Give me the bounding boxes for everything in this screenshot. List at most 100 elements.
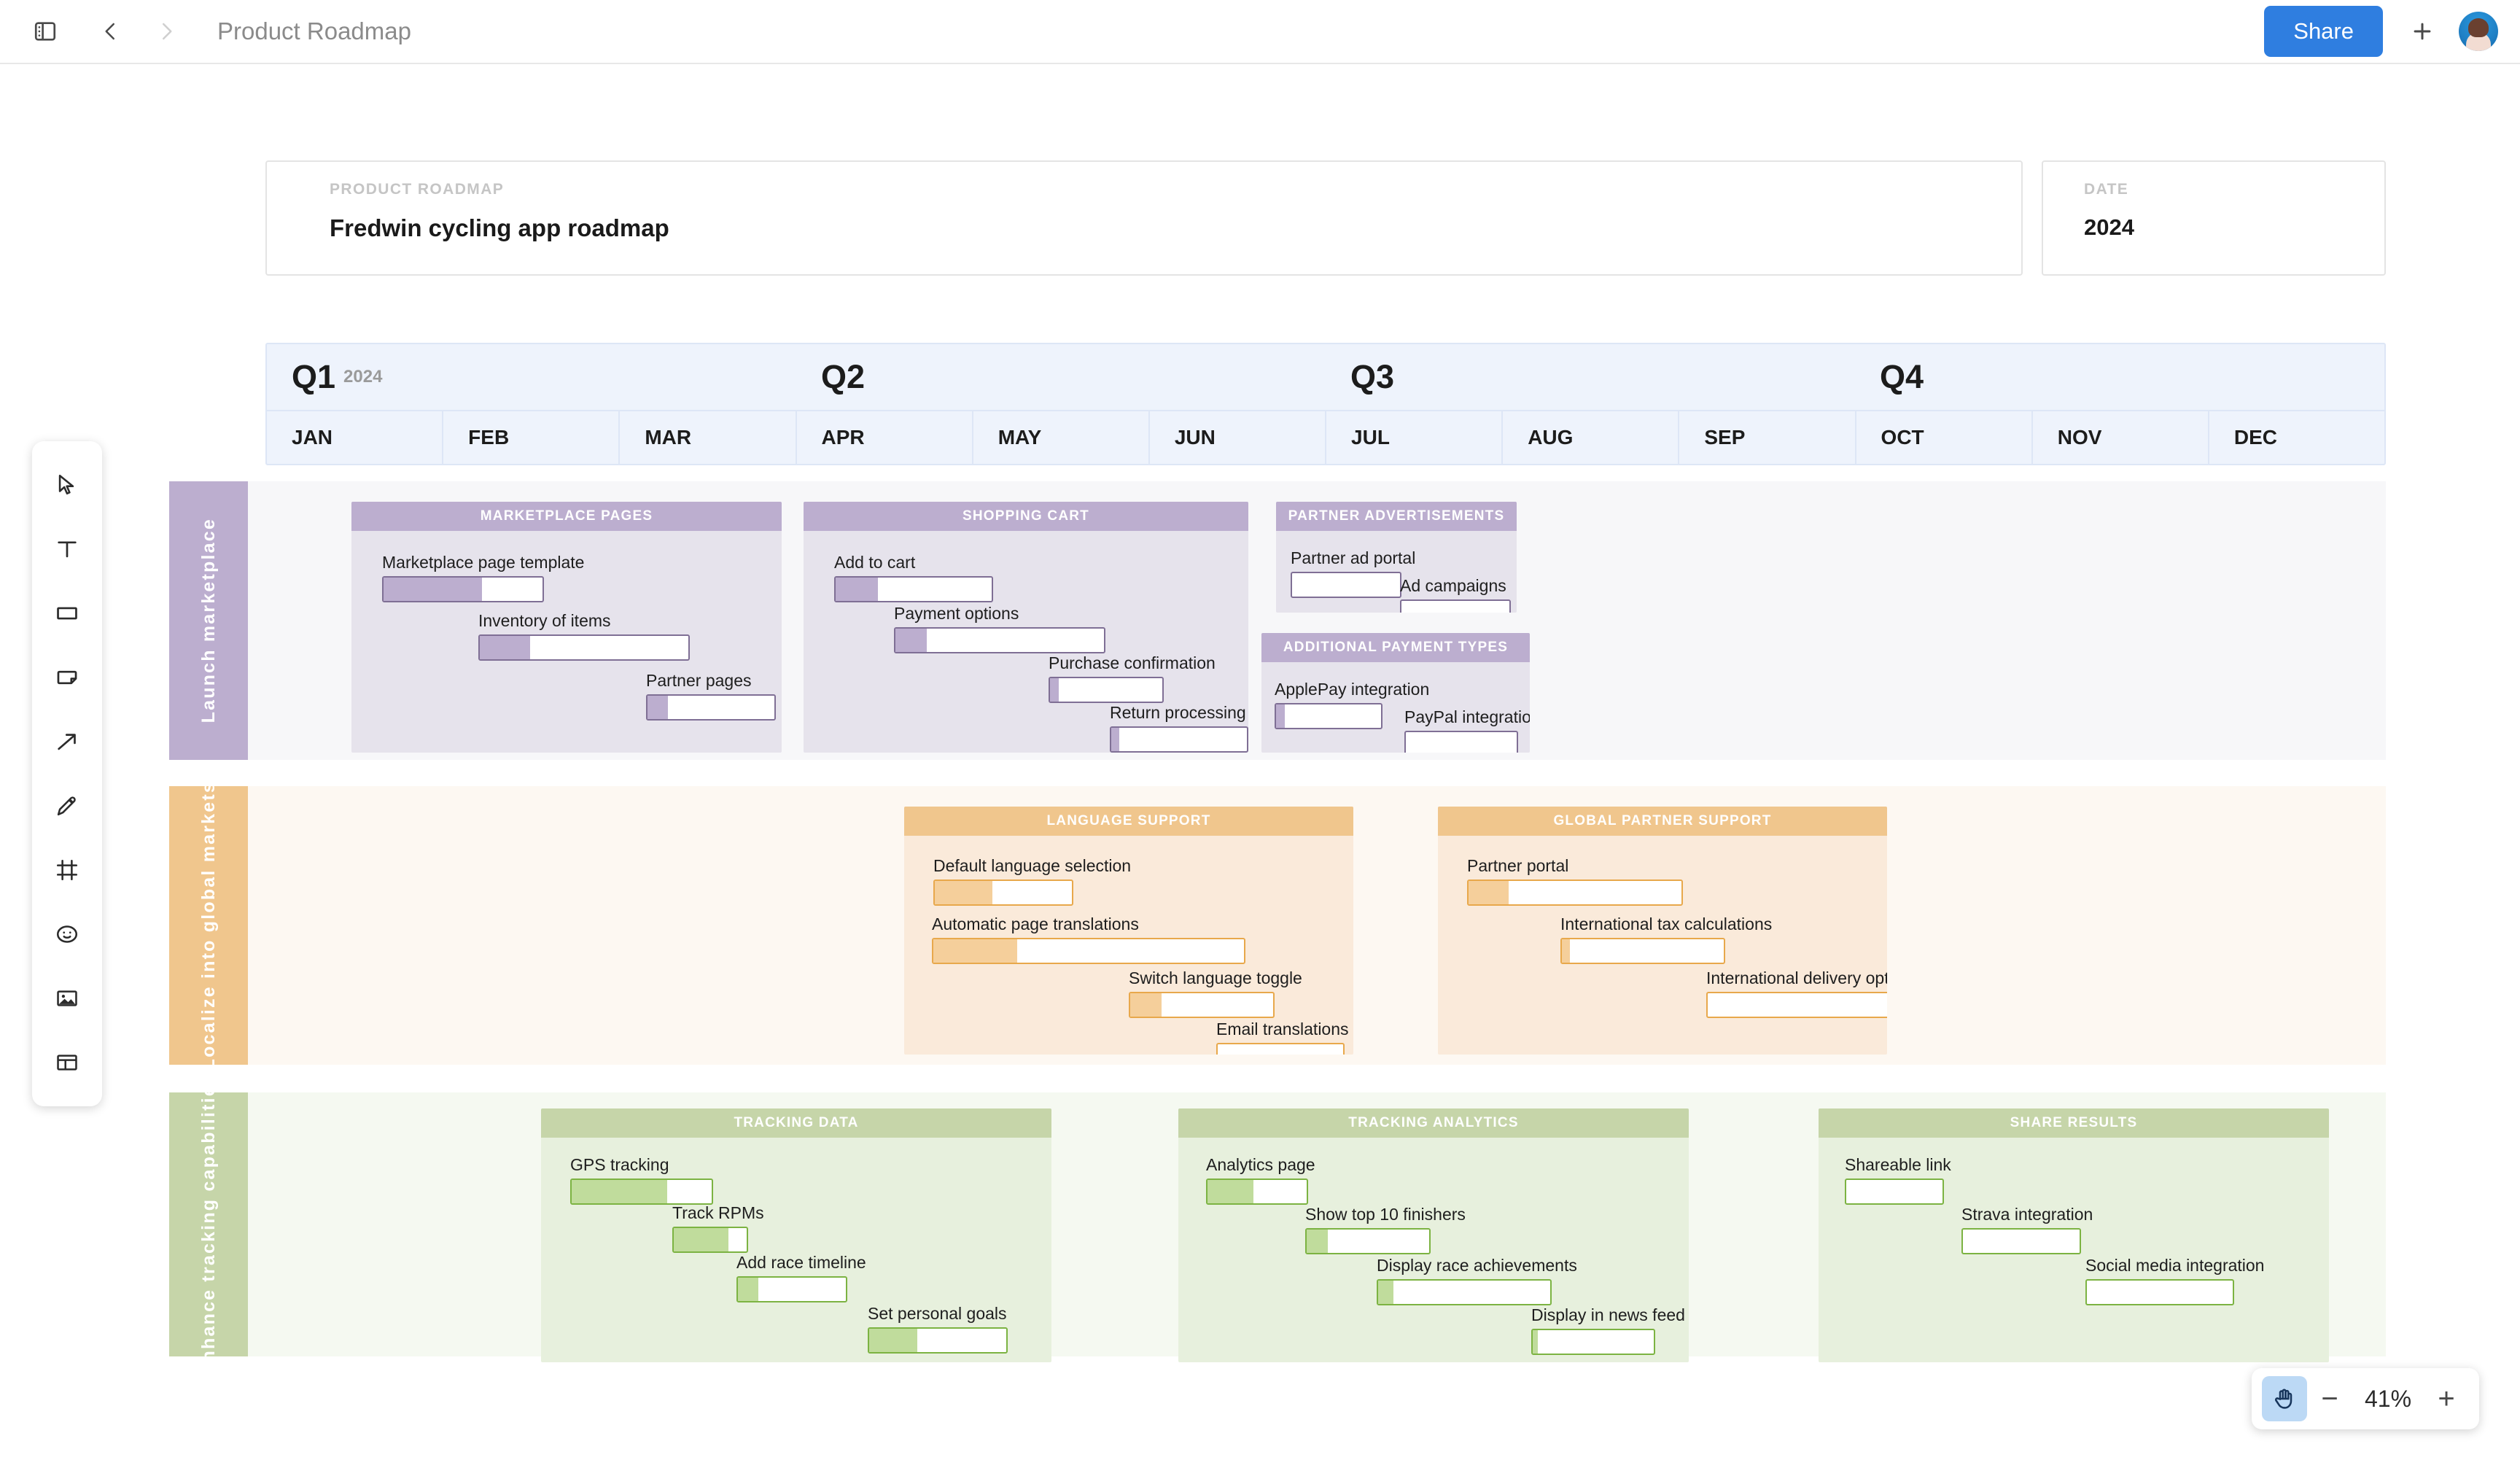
- smiley-icon[interactable]: [39, 902, 95, 966]
- title-card: PRODUCT ROADMAP Fredwin cycling app road…: [265, 160, 2023, 276]
- chevron-left-icon[interactable]: [90, 11, 131, 52]
- task[interactable]: Analytics page: [1206, 1155, 1315, 1205]
- task-progress-fill: [1276, 704, 1285, 728]
- task-label: Partner portal: [1467, 856, 1569, 875]
- task[interactable]: Partner portal: [1467, 856, 1683, 906]
- cursor-icon[interactable]: [39, 453, 95, 517]
- group-language-support[interactable]: LANGUAGE SUPPORT Default language selecti…: [904, 807, 1353, 1055]
- task-progress-fill: [384, 578, 483, 601]
- task[interactable]: Track RPMs: [672, 1203, 764, 1253]
- arrow-icon[interactable]: [39, 710, 95, 774]
- text-icon[interactable]: [39, 517, 95, 581]
- task-progress-bar[interactable]: [646, 694, 776, 721]
- task[interactable]: Ad campaigns: [1400, 576, 1511, 613]
- task[interactable]: Default language selection: [933, 856, 1131, 906]
- sticky-note-icon[interactable]: [39, 645, 95, 710]
- top-bar-actions: Share: [2264, 6, 2498, 57]
- task-progress-bar[interactable]: [1275, 703, 1382, 729]
- task-progress-bar[interactable]: [1110, 726, 1248, 753]
- task[interactable]: Strava integration: [1961, 1205, 2093, 1254]
- task[interactable]: International tax calculations: [1560, 915, 1772, 964]
- image-icon[interactable]: [39, 966, 95, 1030]
- task-progress-bar[interactable]: [1305, 1228, 1431, 1254]
- task[interactable]: Add race timeline: [736, 1253, 866, 1302]
- task-progress-bar[interactable]: [1404, 731, 1518, 753]
- task[interactable]: Partner pages: [646, 671, 776, 721]
- sidebar-toggle-icon[interactable]: [25, 11, 66, 52]
- zoom-in-button[interactable]: +: [2438, 1382, 2455, 1415]
- task[interactable]: Email translations: [1216, 1020, 1349, 1055]
- task[interactable]: Add to cart: [834, 553, 993, 602]
- task[interactable]: Partner ad portal: [1291, 548, 1415, 598]
- task[interactable]: Display race achievements: [1377, 1256, 1577, 1305]
- group-title-language-support: LANGUAGE SUPPORT: [904, 807, 1353, 836]
- task-progress-bar[interactable]: [478, 634, 690, 661]
- task[interactable]: International delivery options: [1706, 968, 1887, 1018]
- chevron-right-icon[interactable]: [146, 11, 187, 52]
- task-progress-bar[interactable]: [1377, 1279, 1552, 1305]
- layout-icon[interactable]: [39, 1030, 95, 1095]
- task[interactable]: Marketplace page template: [382, 553, 584, 602]
- task-progress-bar[interactable]: [1531, 1329, 1655, 1355]
- task[interactable]: Payment options: [894, 604, 1105, 653]
- task[interactable]: Purchase confirmation: [1049, 653, 1216, 703]
- task[interactable]: Show top 10 finishers: [1305, 1205, 1466, 1254]
- task[interactable]: Automatic page translations: [932, 915, 1245, 964]
- task-progress-bar[interactable]: [1961, 1228, 2081, 1254]
- task-progress-bar[interactable]: [382, 576, 544, 602]
- task-progress-bar[interactable]: [736, 1276, 847, 1302]
- task[interactable]: Return processing: [1110, 703, 1248, 753]
- task-progress-bar[interactable]: [2085, 1279, 2234, 1305]
- task[interactable]: Switch language toggle: [1129, 968, 1302, 1018]
- task-progress-bar[interactable]: [1291, 572, 1401, 598]
- task-progress-bar[interactable]: [1049, 677, 1164, 703]
- frame-icon[interactable]: [39, 838, 95, 902]
- task-progress-fill: [1562, 939, 1571, 963]
- task-progress-bar[interactable]: [570, 1179, 713, 1205]
- rectangle-icon[interactable]: [39, 581, 95, 645]
- task[interactable]: Shareable link: [1845, 1155, 1951, 1205]
- task-progress-bar[interactable]: [868, 1327, 1008, 1354]
- task[interactable]: PayPal integration: [1404, 707, 1530, 753]
- task-progress-bar[interactable]: [1400, 599, 1511, 613]
- task-progress-bar[interactable]: [1560, 938, 1725, 964]
- task[interactable]: Social media integration: [2085, 1256, 2264, 1305]
- hand-icon[interactable]: [2262, 1376, 2307, 1421]
- task[interactable]: Inventory of items: [478, 611, 690, 661]
- task[interactable]: Set personal goals: [868, 1304, 1008, 1354]
- task[interactable]: Display in news feed: [1531, 1305, 1685, 1355]
- task-progress-bar[interactable]: [933, 880, 1073, 906]
- task-progress-bar[interactable]: [1206, 1179, 1308, 1205]
- task-progress-bar[interactable]: [1467, 880, 1683, 906]
- task-progress-bar[interactable]: [1129, 992, 1275, 1018]
- task[interactable]: ApplePay integration: [1275, 680, 1429, 729]
- share-button[interactable]: Share: [2264, 6, 2383, 57]
- zoom-out-button[interactable]: −: [2321, 1382, 2338, 1415]
- avatar[interactable]: [2459, 12, 2498, 51]
- plus-icon[interactable]: [2399, 8, 2446, 55]
- task-progress-bar[interactable]: [932, 938, 1245, 964]
- task-progress-bar[interactable]: [1845, 1179, 1944, 1205]
- task[interactable]: GPS tracking: [570, 1155, 713, 1205]
- task-progress-bar[interactable]: [672, 1227, 748, 1253]
- task-label: Shareable link: [1845, 1155, 1951, 1174]
- task-progress-bar[interactable]: [1216, 1043, 1345, 1055]
- task-progress-bar[interactable]: [1706, 992, 1887, 1018]
- task-progress-bar[interactable]: [834, 576, 993, 602]
- pencil-icon[interactable]: [39, 774, 95, 838]
- task-progress-bar[interactable]: [894, 627, 1105, 653]
